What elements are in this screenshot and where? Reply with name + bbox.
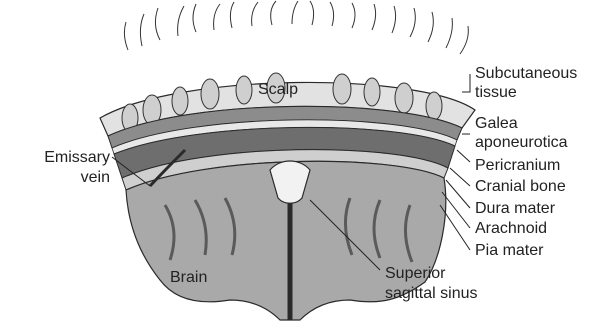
label-pia-mater: Pia mater (475, 241, 543, 260)
label-scalp: Scalp (258, 80, 298, 99)
label-superior-line1: Superior (385, 264, 445, 283)
label-arachnoid: Arachnoid (475, 219, 547, 238)
label-brain: Brain (170, 268, 207, 287)
label-emissary-line2: vein (0, 168, 110, 187)
label-pericranium: Pericranium (475, 156, 560, 175)
label-cranial-bone: Cranial bone (475, 177, 566, 196)
label-superior-line2: sagittal sinus (385, 284, 478, 303)
label-emissary-line1: Emissary (0, 148, 110, 167)
hair-strands (124, 1, 468, 54)
label-subcutaneous-line2: tissue (475, 83, 517, 102)
label-galea-line1: Galea (475, 114, 518, 133)
label-subcutaneous-line1: Subcutaneous (475, 64, 577, 83)
label-dura-mater: Dura mater (475, 199, 555, 218)
label-galea-line2: aponeurotica (475, 133, 568, 152)
